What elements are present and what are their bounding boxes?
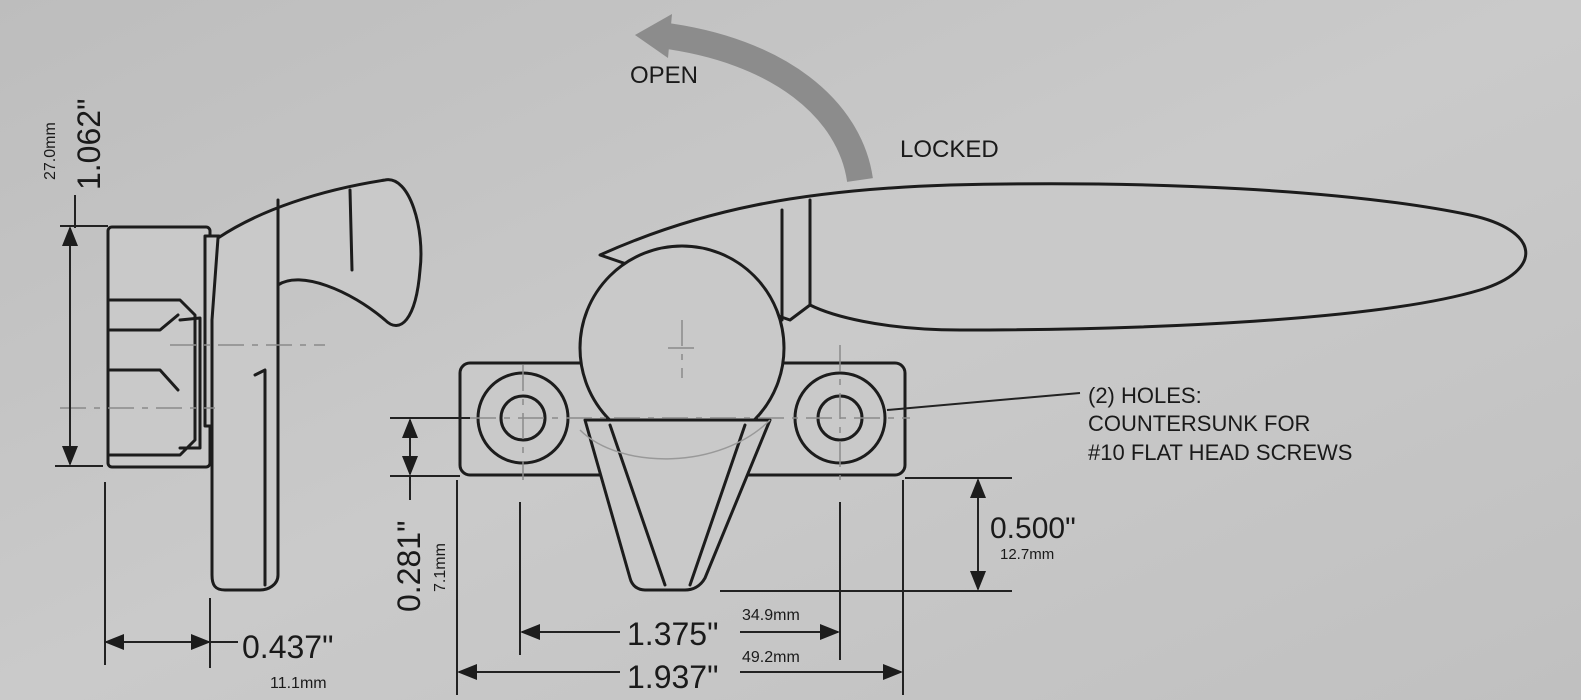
svg-text:#10 FLAT HEAD SCREWS: #10 FLAT HEAD SCREWS — [1088, 440, 1352, 465]
height-mm: 27.0mm — [42, 122, 59, 180]
height-dimension — [55, 195, 108, 467]
stem-drop-dimension — [720, 477, 1012, 592]
depth-inch: 0.437" — [242, 629, 333, 665]
overall-length-mm: 49.2mm — [742, 649, 800, 666]
stem-drop-inch: 0.500" — [990, 512, 1076, 545]
svg-text:COUNTERSUNK FOR: COUNTERSUNK FOR — [1088, 411, 1310, 436]
hole-spacing-dimension — [519, 502, 841, 660]
open-label: OPEN — [630, 62, 698, 89]
hole-offset-dimension — [390, 417, 470, 500]
depth-mm: 11.1mm — [270, 675, 327, 692]
holes-note: (2) HOLES: COUNTERSUNK FOR #10 FLAT HEAD… — [1088, 383, 1352, 465]
side-view — [60, 178, 423, 592]
hole-offset-mm: 7.1mm — [432, 543, 449, 592]
hole-offset-inch: 0.281" — [391, 521, 427, 612]
depth-dimension — [104, 482, 238, 668]
open-direction-arrow — [635, 14, 873, 183]
overall-length-dimension — [456, 480, 904, 695]
svg-text:(2) HOLES:: (2) HOLES: — [1088, 383, 1202, 408]
locked-label: LOCKED — [900, 136, 999, 163]
hole-spacing-mm: 34.9mm — [742, 607, 800, 624]
hole-spacing-inch: 1.375" — [627, 616, 718, 652]
overall-length-inch: 1.937" — [627, 659, 718, 695]
holes-leader-line — [886, 392, 1081, 411]
height-inch: 1.062" — [71, 99, 107, 190]
stem-drop-mm: 12.7mm — [1000, 546, 1054, 563]
front-view — [458, 182, 1528, 592]
